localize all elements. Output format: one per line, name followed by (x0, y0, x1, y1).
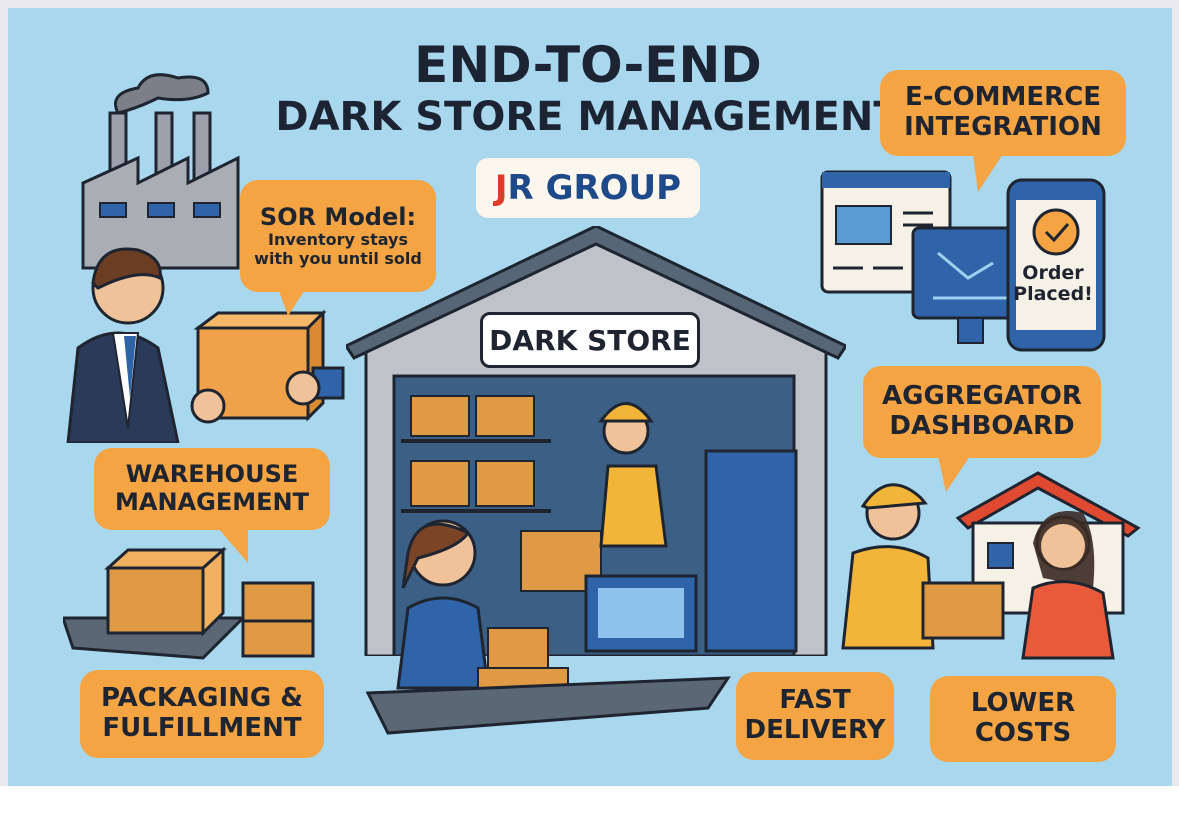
aggregator-bubble-tail (938, 456, 970, 492)
aggregator-line-2: DASHBOARD (889, 411, 1075, 441)
packer-illustration (365, 519, 731, 735)
footer-strip (0, 786, 1179, 821)
costs-line-2: COSTS (974, 718, 1072, 748)
factory-icon (81, 73, 240, 270)
logo-j: J (494, 168, 508, 208)
sor-bubble-tail (278, 288, 306, 316)
costs-line-1: LOWER (970, 688, 1076, 719)
packaging-line-1: PACKAGING & (101, 683, 303, 714)
sor-line-1: Inventory stays (268, 230, 408, 250)
ecommerce-bubble-tail (973, 154, 1003, 192)
dark-store-sign: DARK STORE (480, 312, 700, 368)
warehouse-line-1: WAREHOUSE (125, 460, 299, 489)
delivery-illustration (841, 471, 1141, 660)
delivery-line-2: DELIVERY (744, 715, 886, 745)
title-line-2: DARK STORE MANAGEMENT (275, 94, 901, 140)
devices-illustration (820, 170, 1106, 352)
packaging-line-2: FULFILLMENT (102, 713, 302, 743)
warehouse-bubble-tail (218, 528, 248, 563)
ecommerce-integration-bubble: E-COMMERCE INTEGRATION (880, 70, 1126, 156)
warehouse-management-bubble: WAREHOUSE MANAGEMENT (94, 448, 330, 530)
ecommerce-line-2: INTEGRATION (904, 112, 1102, 142)
sor-line-2: with you until sold (254, 248, 422, 268)
logo-text: R GROUP (507, 168, 682, 208)
businessman-illustration (66, 247, 345, 443)
aggregator-line-1: AGGREGATOR (882, 381, 1082, 412)
aggregator-dashboard-bubble: AGGREGATOR DASHBOARD (863, 366, 1101, 458)
lower-costs-bubble: LOWER COSTS (930, 676, 1116, 762)
fast-delivery-bubble: FAST DELIVERY (736, 672, 894, 760)
delivery-line-1: FAST (779, 685, 851, 716)
packaging-fulfillment-bubble: PACKAGING & FULFILLMENT (80, 670, 324, 758)
ecommerce-line-1: E-COMMERCE (904, 82, 1102, 113)
sor-heading: SOR Model: (259, 202, 417, 231)
boxes-on-pallet-icon (63, 546, 315, 660)
title-line-1: END-TO-END (414, 36, 762, 94)
sor-model-bubble: SOR Model: Inventory stays with you unti… (240, 180, 436, 292)
warehouse-line-2: MANAGEMENT (115, 488, 309, 516)
